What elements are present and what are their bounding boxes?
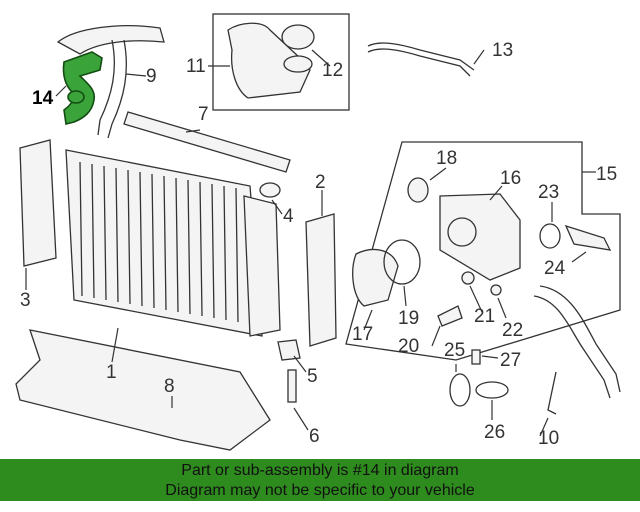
banner-line-1: Part or sub-assembly is #14 in diagram (181, 462, 459, 479)
callout-19: 19 (398, 308, 419, 329)
expansion-tank-group (212, 13, 350, 111)
grommet-part-4 (259, 182, 281, 198)
highlighted-hose-part-14 (62, 51, 103, 125)
callout-13: 13 (492, 40, 513, 61)
callout-9: 9 (146, 66, 157, 87)
callout-23: 23 (538, 182, 559, 203)
upper-hose-part-9 (56, 25, 165, 139)
overflow-line-part-13 (367, 42, 475, 77)
callout-12: 12 (322, 60, 343, 81)
radiator-part-1 (65, 149, 281, 337)
callout-25: 25 (444, 340, 465, 361)
callout-21: 21 (474, 306, 495, 327)
sensor-parts-5-6 (277, 339, 301, 403)
lower-hose-part-10 (533, 285, 621, 415)
bracket-part-2 (305, 213, 337, 347)
support-strip-part-7 (123, 111, 291, 173)
callout-11: 11 (186, 56, 206, 77)
callout-7: 7 (198, 104, 209, 125)
leader-lines (25, 49, 596, 437)
callout-17: 17 (352, 324, 373, 345)
info-banner: Part or sub-assembly is #14 in diagram D… (0, 459, 640, 501)
callout-10: 10 (538, 428, 559, 449)
callout-5: 5 (307, 366, 318, 387)
callout-8: 8 (164, 376, 175, 397)
lower-deflector-part-8 (15, 329, 271, 451)
callout-1: 1 (106, 362, 117, 383)
callout-27: 27 (500, 350, 521, 371)
callout-20: 20 (398, 336, 419, 357)
callout-24: 24 (544, 258, 566, 279)
callout-16: 16 (500, 168, 521, 189)
banner-line-2: Diagram may not be specific to your vehi… (165, 482, 475, 499)
callout-4: 4 (283, 206, 294, 227)
callout-6: 6 (309, 426, 320, 447)
seal-parts-25-26-27 (449, 349, 509, 407)
thermostat-housing-group-15 (345, 141, 621, 361)
side-panel-part-3 (19, 139, 57, 267)
callout-18: 18 (436, 148, 457, 169)
callout-3: 3 (20, 290, 31, 311)
callout-22: 22 (502, 320, 523, 341)
callout-15: 15 (596, 164, 617, 185)
exploded-view-drawing: 1 2 3 4 5 6 7 8 9 10 11 12 13 14 15 16 1… (15, 13, 621, 451)
callout-26: 26 (484, 422, 505, 443)
callout-14-highlighted: 14 (32, 88, 54, 109)
callout-2: 2 (315, 172, 326, 193)
